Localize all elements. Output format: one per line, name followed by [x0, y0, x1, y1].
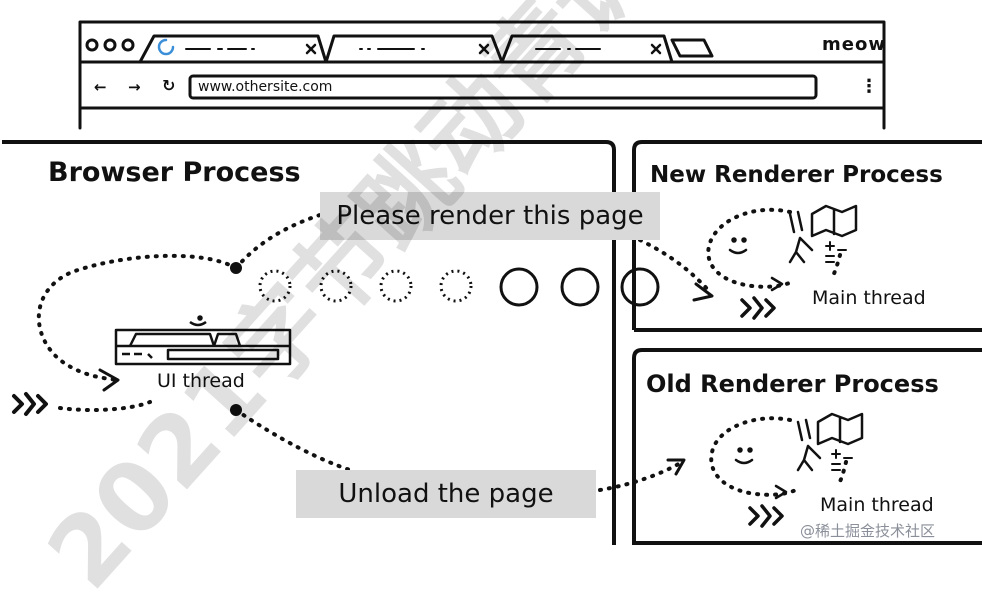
render-request-message: Please render this page [320, 192, 660, 240]
render-to-new-renderer-line [638, 238, 712, 294]
new-renderer-math-icon [825, 241, 847, 263]
browser-process-panel [2, 140, 616, 545]
new-renderer-arrowhead [692, 282, 714, 302]
unload-to-old-renderer-line [598, 460, 684, 492]
ipc-circle-2 [319, 269, 353, 303]
old-renderer-input-icon [748, 504, 784, 528]
window-control-minimize[interactable] [103, 38, 117, 52]
ui-thread-input-icon [12, 392, 48, 416]
old-renderer-tree-icon [796, 444, 822, 472]
forward-button[interactable]: → [128, 78, 141, 96]
browser-window [78, 20, 886, 130]
ui-thread-render-dot [230, 262, 242, 274]
new-renderer-panel-frame [632, 140, 982, 330]
new-renderer-tree-icon [788, 236, 814, 264]
url-text[interactable]: www.othersite.com [198, 79, 333, 95]
browser-window-frame [78, 20, 886, 130]
ipc-circle-7 [620, 267, 660, 307]
window-controls [85, 38, 135, 52]
old-renderer-loop [709, 416, 798, 497]
diagram-canvas [2, 20, 982, 545]
new-tab-button[interactable] [670, 38, 714, 58]
ipc-circle-6 [560, 267, 600, 307]
old-renderer-panel-frame [632, 348, 982, 545]
render-request-line [234, 213, 322, 270]
old-renderer-arrowhead [666, 458, 686, 476]
tab-3-close-icon[interactable] [650, 43, 662, 55]
tab-3[interactable] [500, 34, 674, 64]
old-renderer-loop-tail [836, 460, 848, 488]
tab-2-close-icon[interactable] [478, 43, 490, 55]
mini-browser-icon [114, 315, 292, 366]
old-renderer-face [734, 458, 754, 465]
menu-button[interactable]: ⋮ [860, 76, 878, 97]
ipc-circle-1 [258, 269, 292, 303]
old-renderer-loop-arrow [774, 484, 788, 500]
watermark-corner: @稀土掘金技术社区 [800, 522, 936, 540]
ui-thread-input-line [58, 400, 152, 412]
old-renderer-thread-label: Main thread [820, 494, 934, 516]
window-control-close[interactable] [85, 38, 99, 52]
ui-thread-label: UI thread [157, 370, 245, 392]
new-renderer-face [728, 248, 748, 255]
old-renderer-pencils-icon [796, 418, 812, 442]
old-renderer-math-icon [831, 449, 853, 471]
old-renderer-book-icon [816, 412, 864, 446]
ipc-circle-5 [499, 267, 539, 307]
ui-thread-unload-dot [230, 404, 242, 416]
loading-spinner-icon [157, 38, 175, 56]
back-button[interactable]: ← [94, 78, 107, 96]
browser-process-title: Browser Process [48, 157, 301, 188]
new-renderer-book-icon [810, 204, 858, 238]
tab-2[interactable] [324, 34, 504, 64]
new-renderer-title: New Renderer Process [650, 162, 943, 188]
tab-1[interactable] [138, 34, 328, 64]
new-renderer-pencils-icon [788, 210, 804, 234]
new-renderer-loop [706, 207, 794, 289]
new-renderer-loop-tail [830, 253, 842, 280]
ipc-circle-3 [379, 269, 413, 303]
new-renderer-loop-arrow [770, 276, 784, 292]
reload-button[interactable]: ↻ [162, 76, 176, 95]
ui-thread-arrowhead [98, 368, 120, 392]
unload-request-message: Unload the page [296, 470, 596, 518]
new-renderer-input-icon [740, 296, 776, 320]
tab-1-close-icon[interactable] [305, 43, 317, 55]
ipc-circle-4 [439, 269, 473, 303]
brand-label: meow [822, 34, 886, 55]
unload-request-line [234, 408, 352, 472]
window-control-maximize[interactable] [121, 38, 135, 52]
old-renderer-title: Old Renderer Process [646, 370, 939, 398]
ipc-message-stream [258, 267, 660, 307]
ui-thread-loop [36, 253, 238, 382]
url-bar[interactable] [188, 74, 818, 100]
new-renderer-thread-label: Main thread [812, 287, 926, 309]
